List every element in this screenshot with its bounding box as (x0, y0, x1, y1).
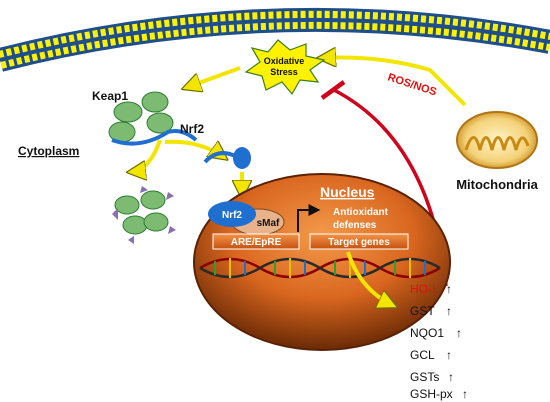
gene-up-arrow: ↑ (456, 326, 462, 340)
antioxidant-defenses-label-2: defenses (333, 220, 377, 231)
gene-up-arrow: ↑ (446, 282, 452, 296)
oxidative-stress-label-2: Stress (270, 67, 298, 77)
smaf-label: sMaf (257, 218, 280, 229)
mito-to-stress-arrow (320, 58, 467, 107)
nucleus-label: Nucleus (320, 184, 375, 200)
are-epre-box (212, 233, 300, 250)
antioxidant-gene-list: HO-I ↑ GST ↑ NQO1 ↑ GCL ↑ GSTs ↑ GSH-px … (410, 282, 468, 401)
gene-name: GSTs (410, 370, 439, 384)
free-nrf2 (203, 147, 251, 169)
target-genes-label: Target genes (328, 237, 390, 248)
transcription-arrow (297, 204, 321, 232)
keap1-complex (108, 91, 198, 146)
nrf2-nucleus-label: Nrf2 (222, 210, 242, 221)
antioxidant-defenses-label-1: Antioxidant (333, 207, 389, 218)
gene-name: GST (410, 304, 435, 318)
degraded-keap1 (112, 186, 176, 244)
keap1-label: Keap1 (92, 89, 128, 103)
gene-up-arrow: ↑ (446, 304, 452, 318)
cell-membrane (0, 7, 550, 72)
nrf2-smaf-dimer (208, 201, 285, 236)
target-genes-box (309, 233, 409, 250)
genes-output-arrow (346, 251, 394, 306)
gene-up-arrow: ↑ (448, 370, 454, 384)
dna-helix (199, 257, 441, 279)
gene-name: GCL (410, 348, 435, 362)
gene-up-arrow: ↑ (462, 387, 468, 401)
oxidative-stress-label-1: Oxidative (264, 56, 305, 66)
cytoplasm-label: Cytoplasm (18, 144, 79, 158)
gene-name: HO-I (410, 282, 435, 296)
mitochondria-label: Mitochondria (456, 177, 538, 192)
gene-name: NQO1 (410, 326, 444, 340)
are-epre-label: ARE/EpRE (231, 237, 282, 248)
oxidative-stress-burst: Oxidative Stress (244, 39, 326, 96)
nrf2-cytoplasm-label: Nrf2 (180, 122, 204, 136)
keap1-degradation-arrow (130, 139, 162, 172)
nucleus (193, 173, 451, 351)
mitochondrion-icon (456, 111, 538, 169)
gene-name: GSH-px (410, 387, 453, 401)
ros-nos-label: ROS/NOS (386, 71, 438, 98)
stress-to-keap1-arrow (185, 66, 241, 88)
gene-up-arrow: ↑ (446, 348, 452, 362)
